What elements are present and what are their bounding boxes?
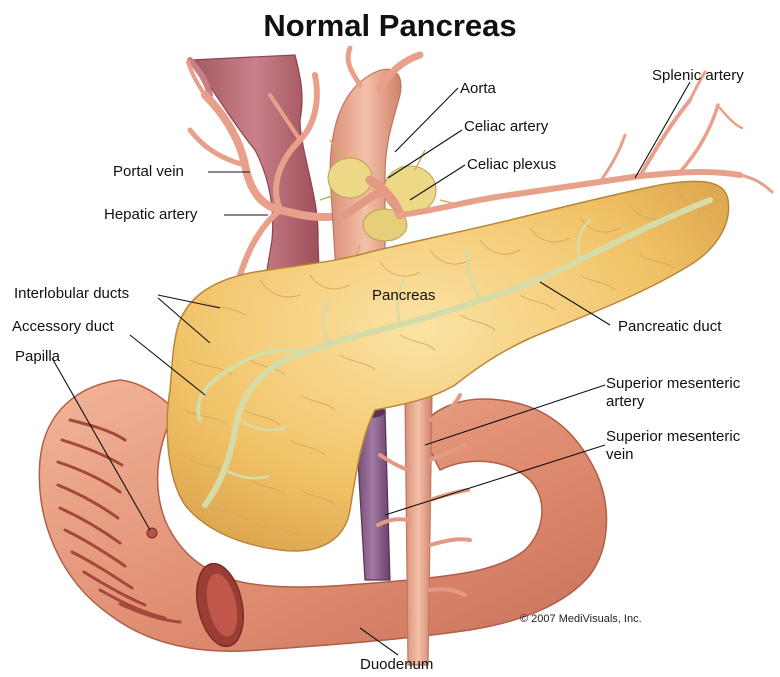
label-superior-mesenteric-artery-line2: artery [606,393,644,411]
label-pancreatic-duct: Pancreatic duct [618,318,721,336]
label-accessory-duct: Accessory duct [12,318,114,336]
label-hepatic-artery: Hepatic artery [104,206,197,224]
diagram-title: Normal Pancreas [0,8,780,44]
label-splenic-artery: Splenic artery [652,67,744,85]
label-superior-mesenteric-vein-line2: vein [606,446,634,464]
papilla-shape [147,528,157,538]
label-superior-mesenteric-vein-line1: Superior mesenteric [606,428,740,446]
label-aorta: Aorta [460,80,496,98]
label-celiac-plexus: Celiac plexus [467,156,556,174]
label-papilla: Papilla [15,348,60,366]
label-celiac-artery: Celiac artery [464,118,548,136]
label-interlobular-ducts: Interlobular ducts [14,285,129,303]
label-duodenum: Duodenum [360,656,433,674]
label-portal-vein: Portal vein [113,163,184,181]
label-pancreas: Pancreas [372,287,435,305]
copyright-notice: © 2007 MediVisuals, Inc. [520,610,642,628]
label-superior-mesenteric-artery-line1: Superior mesenteric [606,375,740,393]
portal-vein-shape [190,55,320,300]
